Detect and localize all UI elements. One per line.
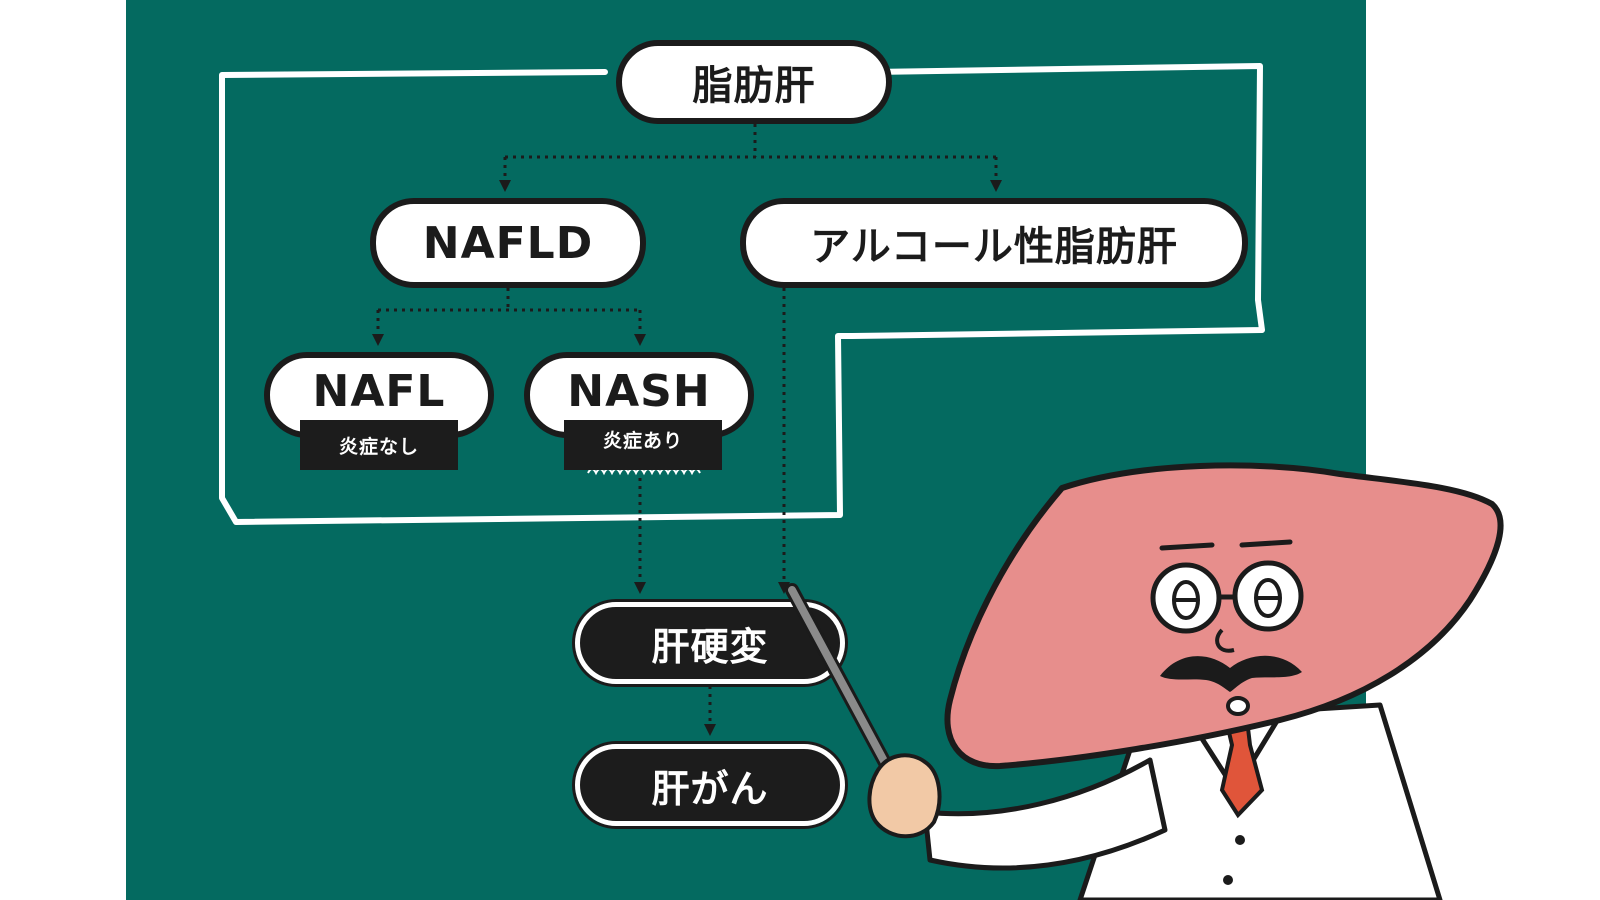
- hand: [869, 755, 939, 836]
- liver-head: [947, 465, 1500, 766]
